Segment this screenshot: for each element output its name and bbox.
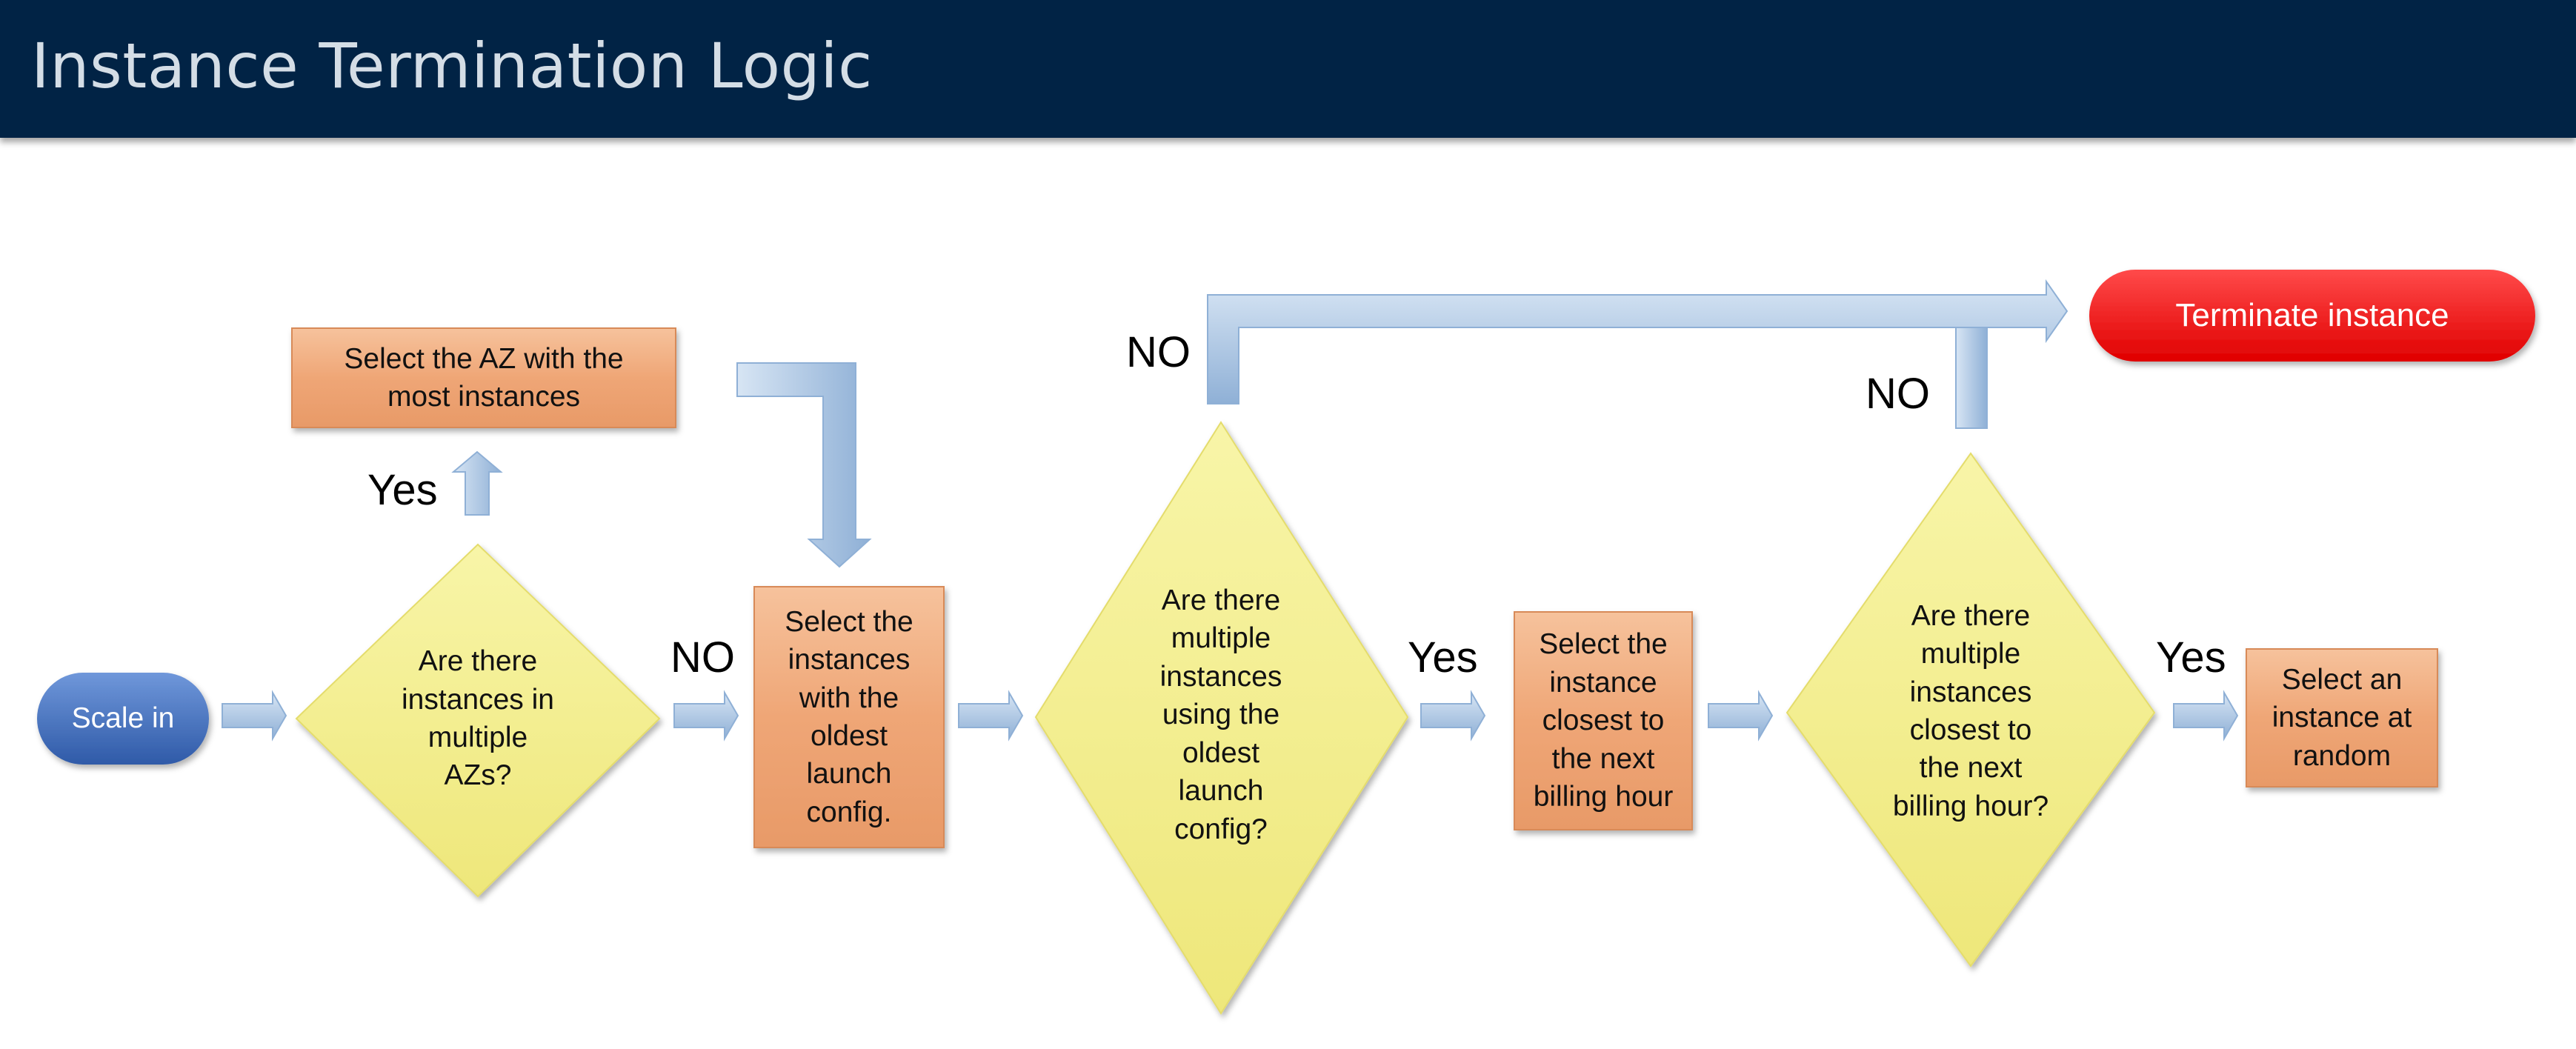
page-title: Instance Termination Logic [31,30,873,102]
arrow-yes-up [451,450,503,516]
flowchart-shapes [37,270,2535,1015]
terminate-node [2089,270,2535,362]
arrow-bent-down [736,362,872,568]
oldest-config-box [753,586,945,848]
no-label-oldest: NO [1126,328,1191,376]
yes-label-oldest: Yes [1408,633,1478,682]
arrow-decision-to-billing [1420,690,1486,742]
yes-label-az: Yes [367,466,438,514]
multiple-azs-decision [295,543,661,898]
no-label-az: NO [670,633,735,682]
arrow-start-to-az [222,690,287,742]
connectors [222,279,2239,742]
arrow-oldest-to-decision [958,690,1024,742]
arrow-decision-to-random [2173,690,2239,742]
scale-in-node [37,673,209,765]
multiple-closest-decision [1785,452,2156,968]
select-az-box [291,327,676,428]
closest-billing-box [1514,611,1693,830]
title-bar: Instance Termination Logic [0,0,2576,138]
yes-label-billing: Yes [2156,633,2226,682]
random-box [2246,648,2438,787]
arrow-billing-to-decision [1708,690,1774,742]
arrow-no-to-terminate [1207,279,2069,404]
multiple-oldest-decision [1034,421,1409,1015]
arrow-no-billing-up [1955,327,1988,429]
arrow-az-to-oldest [673,690,739,742]
no-label-billing: NO [1866,370,1930,418]
